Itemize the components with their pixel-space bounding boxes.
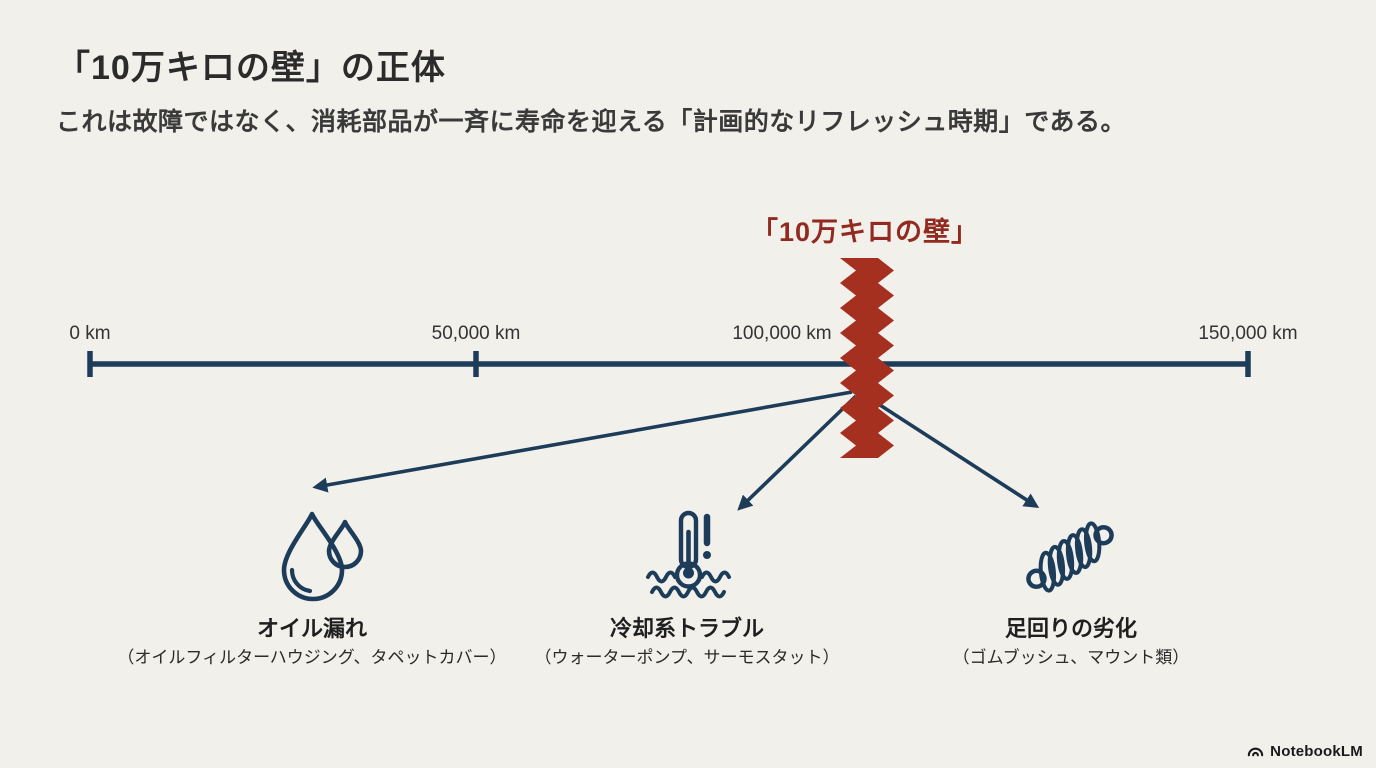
issue-title-cooling-trouble: 冷却系トラブル [609, 616, 764, 641]
spring-coil [1056, 539, 1075, 581]
tick-label-0km: 0 km [69, 323, 111, 344]
100000km-wall [840, 258, 894, 458]
spring-coil [1074, 527, 1093, 570]
oil-drop-shine-arc [289, 567, 313, 594]
arrow-to-cooling-trouble [737, 394, 858, 511]
wave-bottom [650, 585, 726, 599]
wall-label: 「10万キロの壁」 [750, 217, 980, 247]
spring-eyelet-left [1026, 568, 1047, 590]
coolant-thermometer-icon [646, 510, 731, 599]
issue-detail-oil-leak: （オイルフィルターハウジング、タペットカバー） [117, 648, 507, 667]
issue-detail-suspension-wear: （ゴムブッシュ、マウント類） [952, 648, 1190, 667]
notebooklm-icon [1247, 747, 1264, 757]
arrows [312, 390, 1040, 511]
spring-coil [1065, 533, 1084, 575]
arrow-to-oil-leak [312, 390, 853, 493]
wave-top-left [646, 570, 677, 584]
spring-coil [1083, 521, 1102, 564]
spring-coil [1047, 544, 1066, 587]
page-title: 「10万キロの壁」の正体 [56, 49, 446, 87]
tick-label-50000km: 50,000 km [431, 323, 521, 344]
oil-drop-icon [281, 511, 364, 602]
suspension-spring-icon [1026, 521, 1114, 593]
oil-drop-small [326, 519, 364, 570]
thermometer-bulb-fill [683, 567, 694, 579]
issue-title-suspension-wear: 足回りの劣化 [1004, 616, 1137, 641]
spring-coil [1038, 550, 1057, 593]
issue-detail-cooling-trouble: （ウォーターポンプ、サーモスタット） [534, 648, 840, 667]
timeline-axis [87, 351, 1251, 377]
page-subtitle: これは故障ではなく、消耗部品が一斉に寿命を迎える「計画的なリフレッシュ時期」であ… [56, 108, 1127, 136]
issue-title-oil-leak: オイル漏れ [256, 616, 367, 641]
tick-label-150000km: 150,000 km [1198, 323, 1298, 344]
wave-top-right [700, 570, 731, 584]
arrow-to-suspension-wear [865, 394, 1040, 509]
notebooklm-brand: NotebookLM [1246, 742, 1363, 761]
oil-drop-large [281, 511, 345, 602]
spring-eyelet-right [1093, 524, 1114, 546]
tick-label-100000km: 100,000 km [732, 323, 832, 344]
brand-text: NotebookLM [1270, 743, 1363, 760]
exclamation-dot [703, 551, 711, 559]
